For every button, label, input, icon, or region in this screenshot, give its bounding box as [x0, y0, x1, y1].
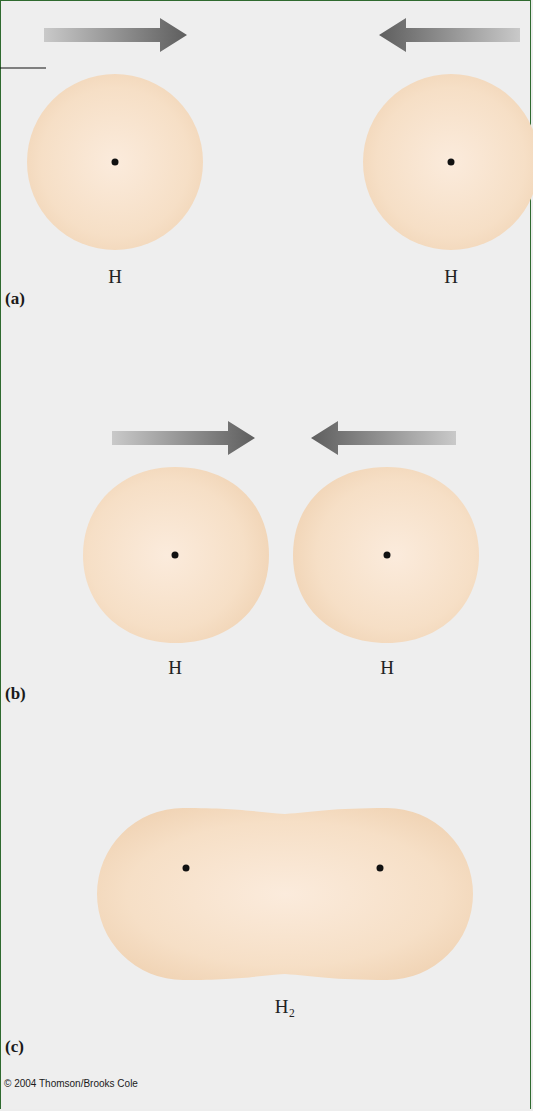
electron-cloud	[81, 467, 269, 685]
copyright-note: © 2004 Thomson/Brooks Cole	[4, 1078, 138, 1089]
hydrogen-atom: H	[293, 467, 481, 685]
electron-cloud	[97, 808, 473, 1028]
panel-letter: (c)	[5, 1037, 24, 1057]
panel-letter: (a)	[5, 289, 25, 309]
arrow-right	[112, 421, 255, 455]
atom-label: H₂	[97, 996, 473, 1018]
atom-label: H	[27, 266, 203, 288]
rule-line	[0, 68, 46, 69]
arrow-left	[311, 421, 456, 455]
hydrogen-atom: H	[363, 74, 533, 294]
arrow-left	[379, 18, 520, 52]
hydrogen-atom: H	[27, 74, 203, 294]
atom-label: H	[293, 657, 481, 679]
atom-label: H	[363, 266, 533, 288]
hydrogen-atom: H	[81, 467, 269, 685]
electron-cloud	[363, 74, 533, 294]
panel-letter: (b)	[5, 684, 26, 704]
hydrogen-molecule: H₂	[97, 808, 473, 1028]
atom-label: H	[81, 657, 269, 679]
electron-cloud	[27, 74, 203, 294]
electron-cloud	[293, 467, 481, 685]
arrow-right	[44, 18, 187, 52]
